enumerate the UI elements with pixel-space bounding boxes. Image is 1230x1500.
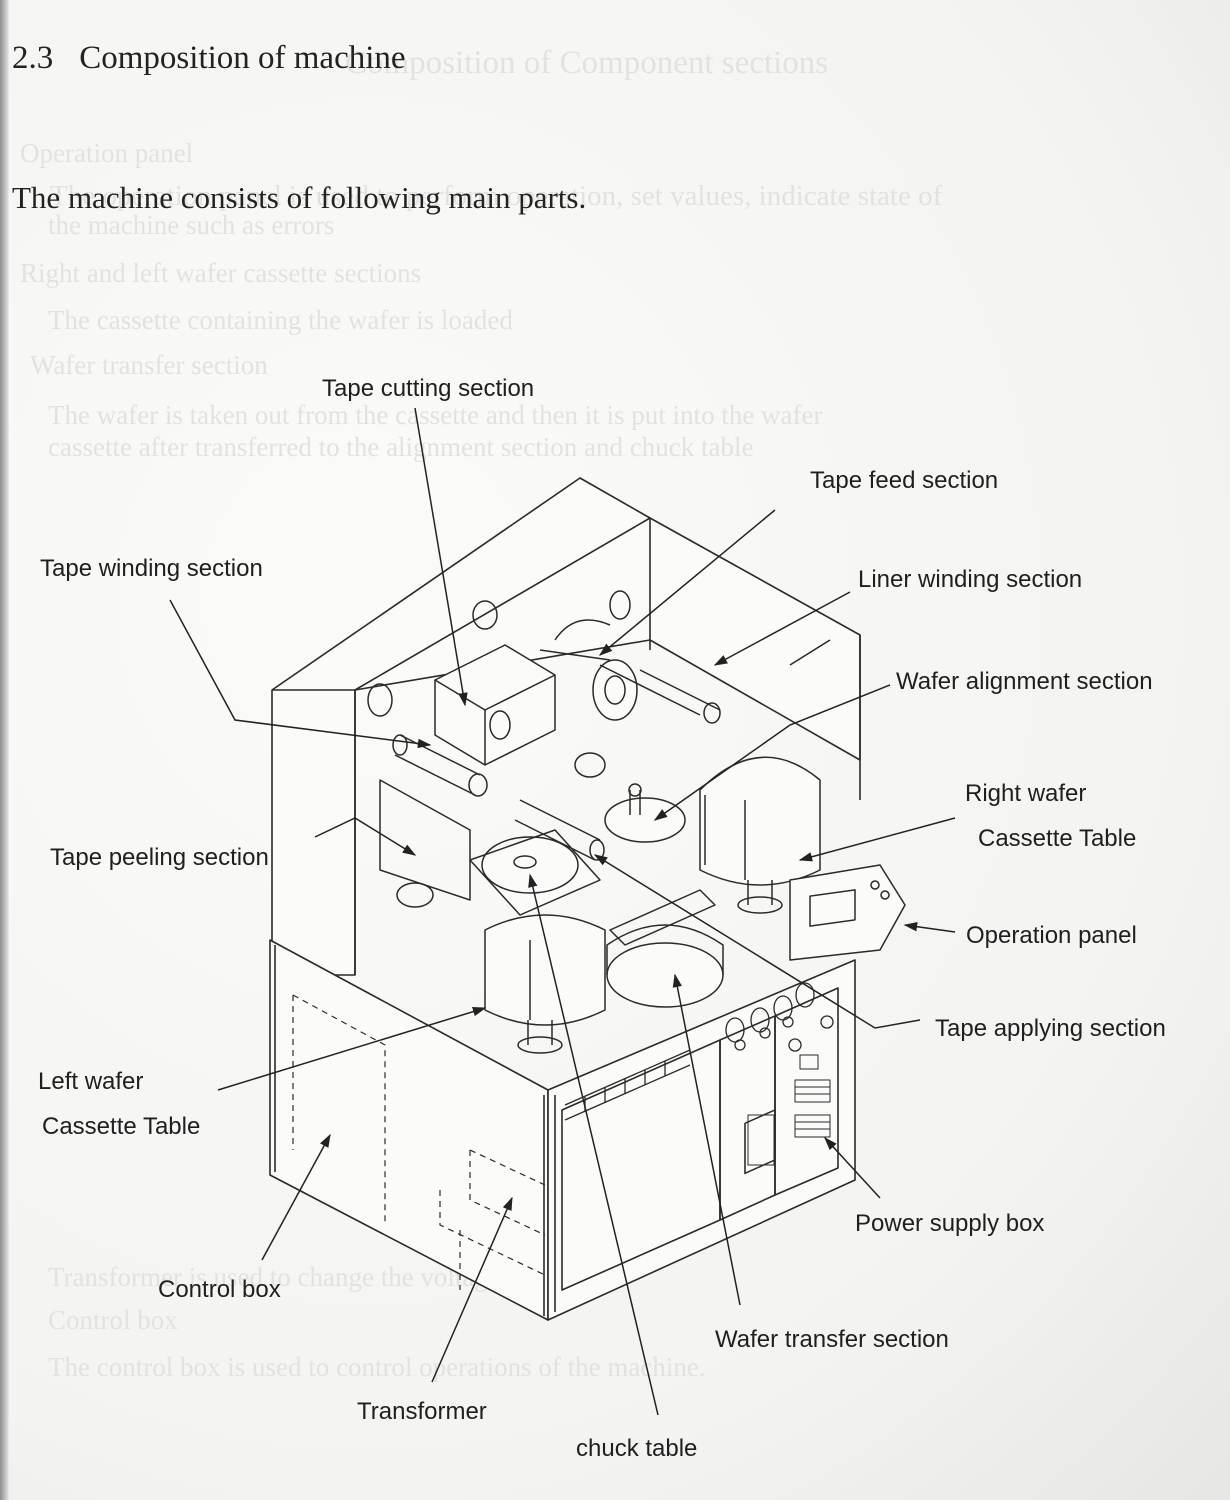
leader-right-cassette xyxy=(798,817,956,862)
chuck-table-plate xyxy=(469,829,601,916)
label-transformer: Transformer xyxy=(357,1398,487,1425)
label-chuck-table: chuck table xyxy=(576,1435,698,1462)
label-power-supply-box: Power supply box xyxy=(855,1210,1045,1237)
bleed-through-line: Operation panel xyxy=(20,138,194,168)
alignment-table xyxy=(604,783,686,843)
operation-panel-box xyxy=(789,864,906,961)
lower-cabinet xyxy=(269,939,856,1321)
leader-liner-winding xyxy=(713,591,851,666)
bleed-through-line: Control box xyxy=(48,1305,178,1335)
bleed-through-line: The control box is used to control opera… xyxy=(48,1352,706,1382)
label-tape-winding-section: Tape winding section xyxy=(40,555,263,582)
label-tape-cutting-section: Tape cutting section xyxy=(322,375,535,402)
label-wafer-alignment-section: Wafer alignment section xyxy=(896,668,1153,695)
control-knobs xyxy=(725,982,834,1052)
label-left-cassette-table: Cassette Table xyxy=(42,1113,201,1140)
wafer-transfer-table xyxy=(606,889,724,1008)
label-tape-peeling-section: Tape peeling section xyxy=(50,844,269,871)
leader-wafer-transfer xyxy=(672,973,741,1306)
bleed-through-line: The cassette containing the wafer is loa… xyxy=(48,305,513,335)
leader-tape-peeling xyxy=(314,817,417,856)
right-cassette xyxy=(699,756,821,914)
section-number: 2.3 xyxy=(12,40,54,76)
rollers xyxy=(367,590,721,908)
intro-paragraph: The machine consists of following main p… xyxy=(12,180,587,215)
leader-chuck-table xyxy=(528,873,659,1416)
leader-tape-winding xyxy=(169,599,432,749)
cutter-head xyxy=(434,644,556,766)
left-cassette xyxy=(484,914,606,1054)
bleed-through-line: Composition of Component sections xyxy=(345,45,829,81)
vent-grilles xyxy=(747,1054,831,1166)
label-left-wafer: Left wafer xyxy=(38,1068,144,1095)
label-tape-feed-section: Tape feed section xyxy=(810,467,999,494)
leader-power-supply xyxy=(824,1137,881,1199)
leader-control-box xyxy=(261,1133,331,1261)
page-binding-shadow xyxy=(0,0,9,1500)
bleed-through-line: Transformer is used to change the voltag… xyxy=(48,1262,500,1292)
leader-tape-cutting xyxy=(414,407,468,707)
bleed-through-line: cassette after transferred to the alignm… xyxy=(48,432,754,462)
leader-tape-applying xyxy=(593,854,921,1029)
bleed-through-line: Wafer transfer section xyxy=(30,350,268,380)
label-tape-applying-section: Tape applying section xyxy=(935,1015,1166,1042)
label-operation-panel: Operation panel xyxy=(966,922,1137,949)
hidden-lines xyxy=(292,994,546,1290)
leader-wafer-alignment xyxy=(653,684,891,821)
leader-operation-panel xyxy=(903,922,956,933)
label-wafer-transfer-section: Wafer transfer section xyxy=(715,1326,949,1353)
leader-left-cassette xyxy=(217,1007,487,1091)
label-right-wafer: Right wafer xyxy=(965,780,1087,807)
bleed-through-line: The operation panel is used to perform o… xyxy=(50,180,943,212)
bleed-through-line: Right and left wafer cassette sections xyxy=(20,258,422,288)
leader-tape-feed xyxy=(598,509,776,656)
bleed-through-line: The wafer is taken out from the cassette… xyxy=(48,400,823,430)
bleed-through-line: the machine such as errors xyxy=(48,210,335,240)
section-title: Composition of machine xyxy=(79,40,406,76)
leader-transformer xyxy=(431,1196,513,1383)
label-liner-winding-section: Liner winding section xyxy=(858,566,1083,593)
section-heading: 2.3 Composition of machine xyxy=(12,40,406,77)
label-right-cassette-table: Cassette Table xyxy=(978,825,1137,852)
label-control-box: Control box xyxy=(158,1276,281,1303)
